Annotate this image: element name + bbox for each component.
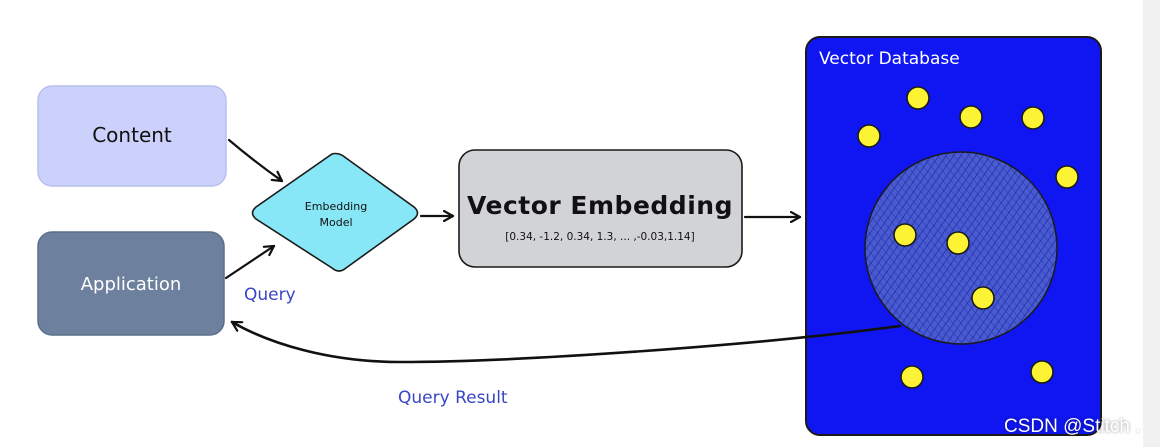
query-result-label: Query Result	[398, 388, 508, 408]
embedding-model-label-line2: Model	[319, 216, 352, 229]
vector-point	[857, 124, 881, 148]
arrow-application-to-embedding-model	[224, 244, 276, 280]
vector-point-match	[946, 231, 970, 255]
vector-point	[900, 365, 924, 389]
vector-point	[959, 105, 983, 129]
application-box	[37, 231, 225, 336]
vector-embedding-title: Vector Embedding	[467, 191, 733, 220]
vector-point-match	[893, 223, 917, 247]
vector-point	[1030, 360, 1054, 384]
arrow-query-result-to-application	[230, 320, 902, 364]
content-box	[37, 85, 227, 187]
vector-embedding-box	[458, 149, 743, 268]
vector-database-title: Vector Database	[819, 49, 960, 69]
vector-points-outside	[857, 86, 1079, 389]
flow-arrows	[224, 138, 902, 364]
embedding-model-node: Embedding Model	[251, 152, 419, 272]
content-node: Content	[37, 85, 227, 187]
content-label: Content	[92, 123, 172, 147]
vector-embedding-node: Vector Embedding [0.34, -1.2, 0.34, 1.3,…	[458, 149, 743, 268]
application-label: Application	[81, 274, 182, 295]
application-node: Application	[37, 231, 225, 336]
vector-embedding-values: [0.34, -1.2, 0.34, 1.3, ... ,-0.03,1.14]	[505, 231, 694, 243]
query-label: Query	[244, 285, 296, 305]
embedding-model-diamond	[251, 152, 419, 272]
vector-point-match	[971, 286, 995, 310]
vector-point	[1021, 106, 1045, 130]
arrow-content-to-embedding-model	[227, 138, 284, 183]
embedding-model-label-line1: Embedding	[305, 200, 367, 213]
vector-point	[1055, 165, 1079, 189]
right-margin-strip	[1143, 0, 1160, 447]
watermark-text: CSDN @Stitch .	[1004, 416, 1141, 437]
vector-points-inside	[893, 223, 995, 310]
vector-point	[906, 86, 930, 110]
vector-database-node: Vector Database	[805, 36, 1102, 436]
